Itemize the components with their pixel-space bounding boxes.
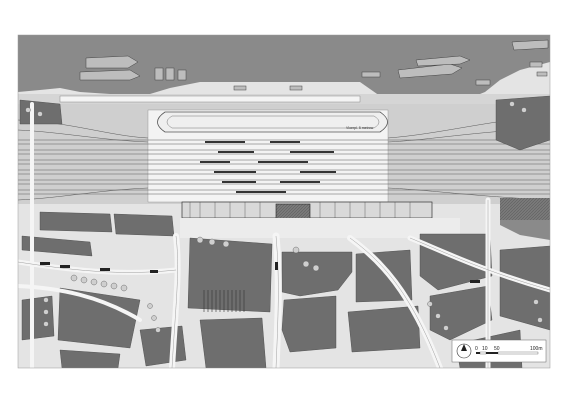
scale-tick-50: 50: [494, 346, 500, 352]
plan-border: [17, 34, 551, 369]
scale-legend: 0 10 50 100m: [451, 339, 547, 363]
scale-bar: 0 10 50 100m: [475, 346, 543, 355]
ships: [79, 39, 549, 91]
vehicles: [40, 262, 480, 283]
scale-tick-0: 0: [475, 346, 478, 352]
platform-label: Vloerpl. 5 metrow: [346, 126, 374, 130]
trains: [200, 141, 336, 193]
water-ij: [18, 35, 550, 98]
scale-tick-100: 100m: [530, 346, 543, 352]
hatched-building: [500, 198, 550, 220]
stationsplein: [180, 218, 460, 238]
scale-tick-10: 10: [482, 346, 488, 352]
bus-station: [157, 111, 388, 133]
bicycle-parking: [203, 290, 245, 312]
